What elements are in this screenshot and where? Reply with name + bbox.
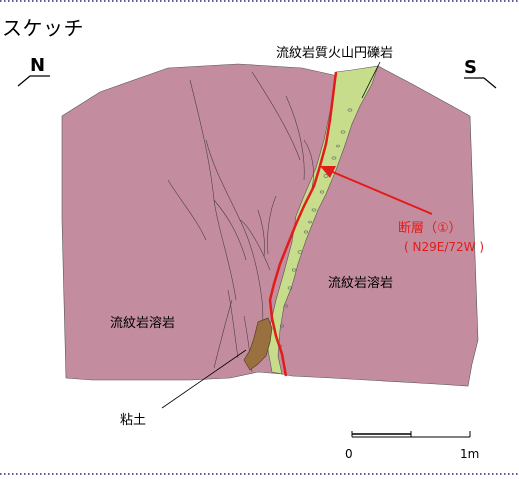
fault-pointer-arrow (327, 169, 433, 215)
rhyolite-lava-body (61, 63, 479, 387)
fault-arrowhead (320, 166, 336, 178)
clay-label: 粘土 (120, 413, 146, 428)
page-title: スケッチ (2, 16, 84, 40)
conglomerate-pebbles (277, 108, 353, 348)
fracture-lines (167, 71, 314, 373)
north-arrow (17, 75, 50, 87)
north-label: N (30, 55, 45, 76)
fault-name-label: 断層（①） (398, 221, 462, 236)
conglomerate-band (267, 65, 379, 375)
scale-end-label: 1m (460, 447, 479, 461)
rhyolite-lava-label-left: 流紋岩溶岩 (110, 316, 175, 331)
fault-line (268, 71, 338, 377)
scale-start-label: 0 (345, 447, 353, 461)
clay-leader-line (161, 349, 247, 409)
rhyolite-lava-label-right: 流紋岩溶岩 (328, 276, 393, 291)
conglomerate-leader-line (361, 61, 381, 99)
fault-attitude-label: ( N29E/72W ) (404, 240, 484, 254)
south-label: S (464, 57, 477, 78)
clay-lens (243, 317, 273, 371)
scale-bar (351, 431, 471, 438)
conglomerate-label: 流紋岩質火山円礫岩 (276, 45, 393, 61)
south-arrow (464, 77, 497, 89)
